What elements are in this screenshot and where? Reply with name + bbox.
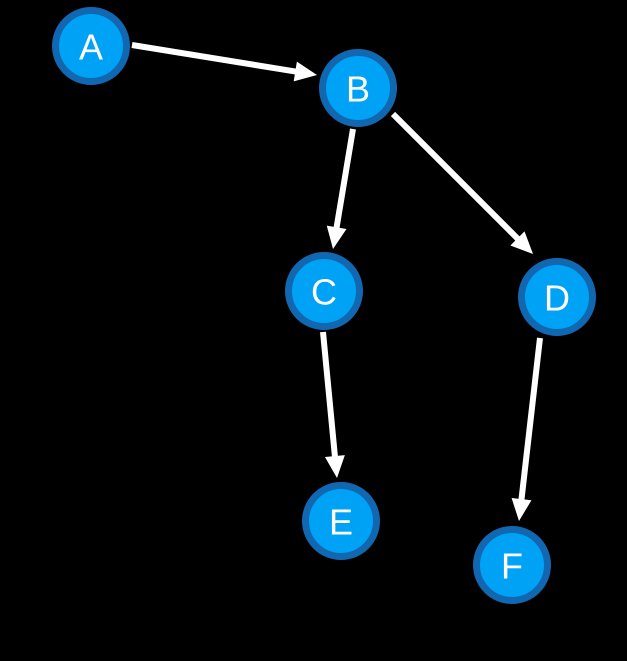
graph-node-c[interactable]: C xyxy=(285,252,363,330)
edge-b-to-c[interactable] xyxy=(326,128,356,249)
edge-d-to-f[interactable] xyxy=(511,337,543,521)
arrowhead-icon xyxy=(511,498,532,521)
graph-node-a[interactable]: A xyxy=(52,7,130,85)
node-circle xyxy=(302,482,380,560)
arrowhead-icon xyxy=(326,225,347,249)
edge-line xyxy=(320,331,339,459)
graph-node-b[interactable]: B xyxy=(319,49,397,127)
edge-line xyxy=(131,42,298,75)
node-circle xyxy=(52,7,130,85)
arrowhead-icon xyxy=(293,61,317,82)
edge-line xyxy=(390,111,521,242)
graph-node-d[interactable]: D xyxy=(518,258,596,336)
node-circle xyxy=(319,49,397,127)
node-label: A xyxy=(79,27,103,68)
node-label: E xyxy=(329,502,353,543)
graph-node-e[interactable]: E xyxy=(302,482,380,560)
node-circle xyxy=(473,526,551,604)
node-circle xyxy=(285,252,363,330)
graph-node-f[interactable]: F xyxy=(473,526,551,604)
node-label: F xyxy=(501,546,523,587)
edge-line xyxy=(333,128,356,230)
edge-b-to-d[interactable] xyxy=(390,111,533,254)
edges-layer xyxy=(131,42,543,521)
node-label: C xyxy=(311,272,337,313)
node-label: B xyxy=(346,69,370,110)
edge-line xyxy=(518,337,543,502)
nodes-layer: A B C D E F xyxy=(52,7,596,604)
arrowhead-icon xyxy=(510,231,533,254)
edge-c-to-e[interactable] xyxy=(320,331,345,478)
edge-a-to-b[interactable] xyxy=(131,42,317,82)
node-circle xyxy=(518,258,596,336)
arrowhead-icon xyxy=(324,455,345,478)
node-label: D xyxy=(544,278,570,319)
